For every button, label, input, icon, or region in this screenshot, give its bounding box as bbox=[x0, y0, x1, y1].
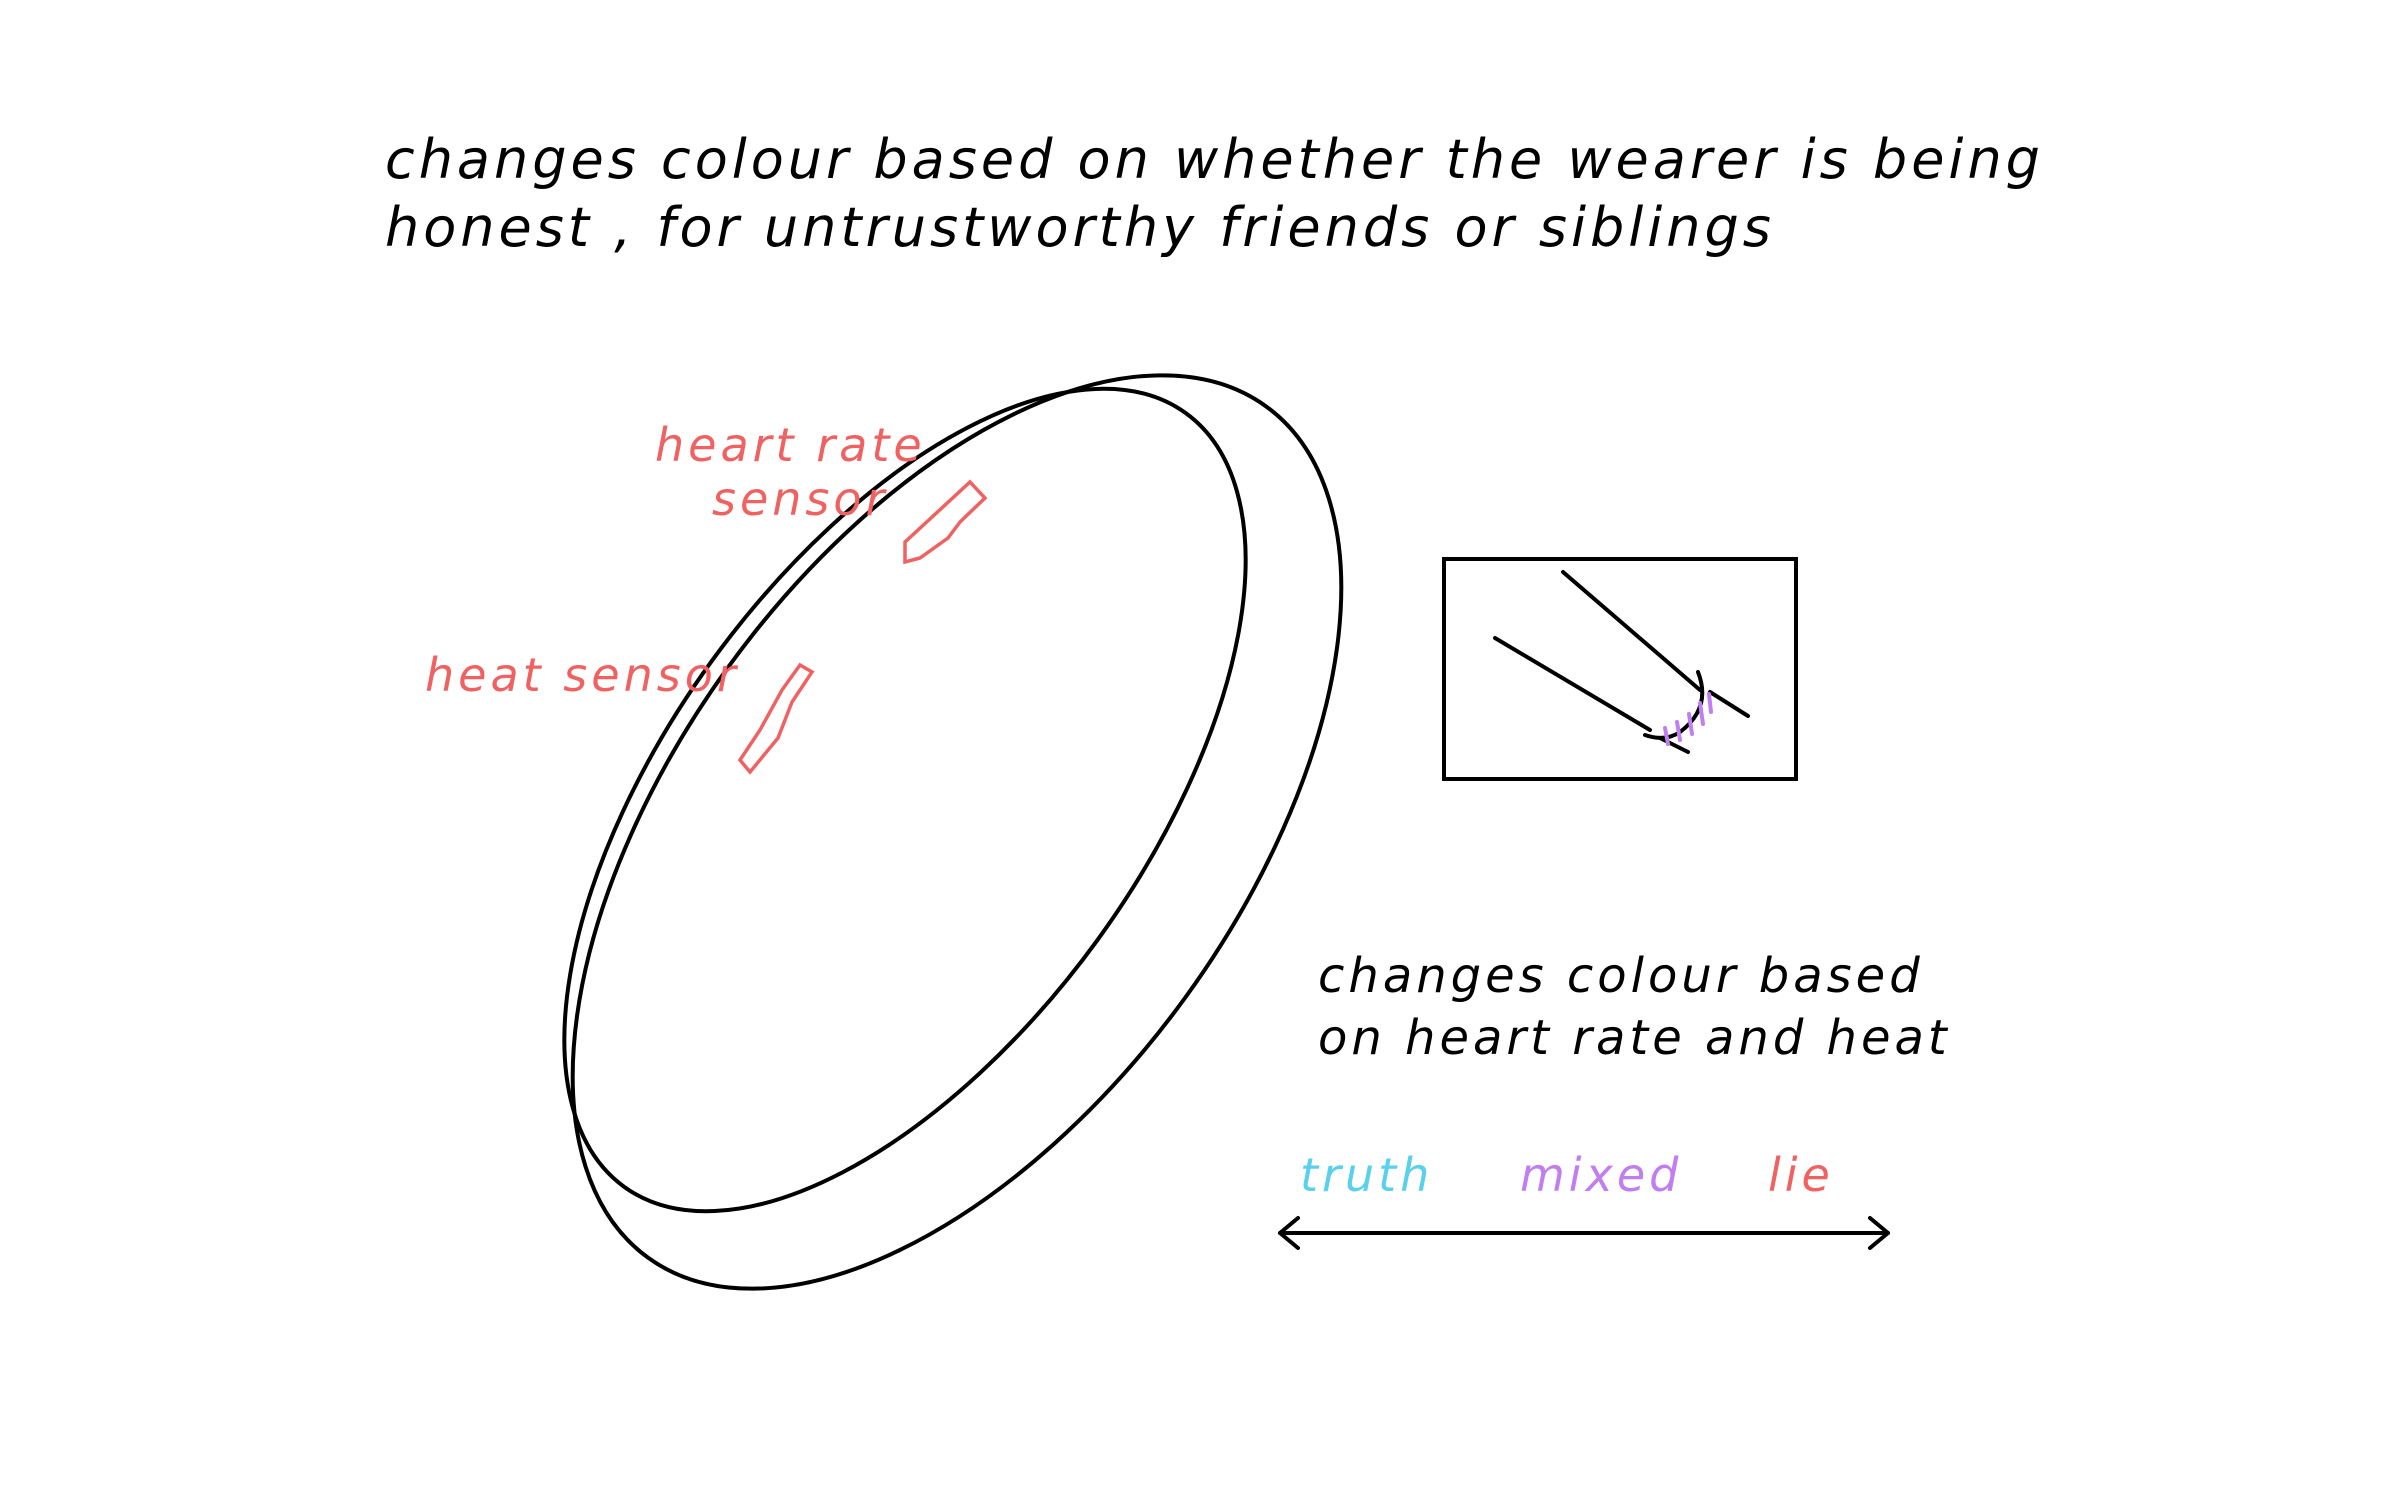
heart-rate-sensor-label-line-1: heart rate bbox=[655, 418, 926, 472]
title-line-1: changes colour based on whether the wear… bbox=[385, 128, 2044, 191]
ring-inner-edge bbox=[562, 386, 1248, 1214]
heart-rate-sensor-label-line-2: sensor bbox=[712, 472, 889, 526]
inset-detail-box bbox=[1442, 557, 1798, 781]
color-note-line-2: on heart rate and heat bbox=[1318, 1010, 1951, 1066]
inset-color-hatch bbox=[1663, 692, 1713, 746]
heart-rate-sensor-pad bbox=[903, 479, 988, 565]
color-note-line-1: changes colour based bbox=[1318, 948, 1924, 1004]
scale-label-truth: truth bbox=[1300, 1148, 1434, 1202]
ring-outer-edge bbox=[570, 373, 1344, 1291]
heat-sensor-label: heat sensor bbox=[425, 648, 740, 702]
scale-label-lie: lie bbox=[1768, 1148, 1834, 1202]
truth-lie-scale-arrow bbox=[1278, 1216, 1890, 1250]
inset-band-closeup bbox=[1493, 570, 1750, 754]
title-line-2: honest , for untrustworthy friends or si… bbox=[385, 196, 1775, 259]
heat-sensor-pad bbox=[737, 662, 815, 775]
scale-label-mixed: mixed bbox=[1520, 1148, 1683, 1202]
